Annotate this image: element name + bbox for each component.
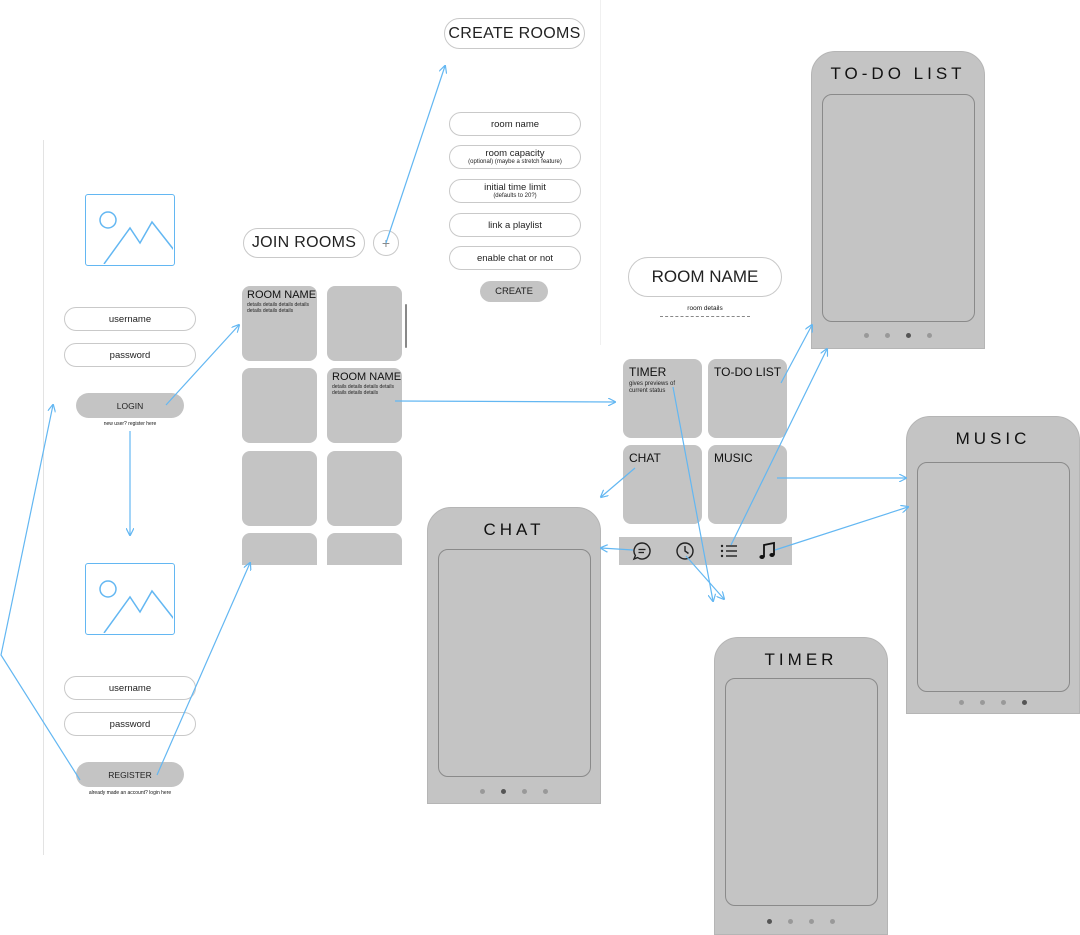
create-button[interactable]: CREATE <box>480 281 548 302</box>
timer-screen: TIMER <box>714 637 888 935</box>
room-tile[interactable]: ROOM NAME details details details detail… <box>242 286 317 361</box>
flow-arrow <box>165 325 239 406</box>
page-dot[interactable] <box>885 333 890 338</box>
chat-screen: CHAT <box>427 507 601 804</box>
flow-arrow <box>672 386 713 601</box>
timer-feature-desc: gives previews of current status <box>629 381 676 394</box>
register-link[interactable]: new user? register here <box>103 421 157 427</box>
room-tile[interactable] <box>242 368 317 443</box>
page-dot[interactable] <box>480 789 485 794</box>
timer-content-area <box>725 678 878 906</box>
page-indicator <box>428 789 600 794</box>
room-tile[interactable]: ROOM NAME details details details detail… <box>327 368 402 443</box>
room-name-title: ROOM NAME <box>628 257 782 297</box>
music-note-icon[interactable] <box>756 540 778 562</box>
time-limit-field[interactable]: initial time limit (defaults to 20?) <box>449 179 581 203</box>
page-dot-active[interactable] <box>501 789 506 794</box>
flow-arrow <box>685 555 724 599</box>
timer-feature-label: TIMER <box>629 365 667 379</box>
page-dot[interactable] <box>543 789 548 794</box>
page-indicator <box>812 333 984 338</box>
page-dot[interactable] <box>788 919 793 924</box>
flow-arrow <box>156 563 250 776</box>
room-tile[interactable] <box>327 533 402 565</box>
room-tile[interactable] <box>242 451 317 526</box>
login-frame-edge <box>43 140 44 855</box>
room-tile-details: details details details details details … <box>247 302 309 314</box>
login-link[interactable]: already made an account? login here <box>88 790 172 796</box>
flow-arrow <box>601 467 636 497</box>
login-button[interactable]: LOGIN <box>76 393 184 418</box>
todo-screen-title: TO-DO LIST <box>830 64 966 83</box>
flow-arrow <box>780 325 812 384</box>
list-icon[interactable] <box>718 540 740 562</box>
flow-arrow <box>730 349 827 546</box>
todo-content-area <box>822 94 975 322</box>
rooms-scrollbar[interactable] <box>405 304 407 348</box>
flow-arrow <box>385 66 445 244</box>
music-screen: MUSIC <box>906 416 1080 714</box>
playlist-field[interactable]: link a playlist <box>449 213 581 237</box>
flow-arrow <box>601 548 634 550</box>
todo-feature-card[interactable]: TO-DO LIST <box>708 359 787 438</box>
room-tile[interactable] <box>242 533 317 565</box>
page-dot[interactable] <box>927 333 932 338</box>
chat-content-area <box>438 549 591 777</box>
username-field[interactable]: username <box>64 307 196 331</box>
chat-feature-card[interactable]: CHAT <box>623 445 702 524</box>
page-dot-active[interactable] <box>906 333 911 338</box>
chat-icon[interactable] <box>631 540 653 562</box>
todo-feature-label: TO-DO LIST <box>714 365 782 379</box>
create-frame-edge <box>600 0 601 345</box>
chat-screen-title: CHAT <box>483 520 545 539</box>
image-icon <box>99 580 175 634</box>
room-tile-title: ROOM NAME <box>332 371 402 383</box>
room-tile-title: ROOM NAME <box>247 289 317 301</box>
details-divider <box>660 316 750 317</box>
room-details: room details <box>687 305 723 312</box>
page-dot[interactable] <box>959 700 964 705</box>
password-field[interactable]: password <box>64 343 196 367</box>
room-capacity-field[interactable]: room capacity (optional) (maybe a stretc… <box>449 145 581 169</box>
time-limit-label: initial time limit <box>484 181 546 193</box>
flow-arrow <box>774 507 908 551</box>
logo-image-placeholder <box>85 563 175 635</box>
page-dot[interactable] <box>830 919 835 924</box>
clock-icon[interactable] <box>674 540 696 562</box>
room-tile[interactable] <box>327 286 402 361</box>
room-capacity-hint: (optional) (maybe a stretch feature) <box>468 158 562 165</box>
register-button[interactable]: REGISTER <box>76 762 184 787</box>
music-screen-title: MUSIC <box>955 429 1031 448</box>
room-tile-details: details details details details details … <box>332 384 394 396</box>
flow-arrow <box>394 401 615 402</box>
music-content-area <box>917 462 1070 692</box>
flow-arrow <box>0 405 81 781</box>
time-limit-hint: (defaults to 20?) <box>493 192 537 199</box>
page-dot[interactable] <box>1001 700 1006 705</box>
page-dot-active[interactable] <box>767 919 772 924</box>
create-rooms-title: CREATE ROOMS <box>444 18 585 49</box>
music-feature-label: MUSIC <box>714 451 753 465</box>
timer-feature-card[interactable]: TIMER gives previews of current status <box>623 359 702 438</box>
page-dot[interactable] <box>980 700 985 705</box>
room-tile[interactable] <box>327 451 402 526</box>
page-dot[interactable] <box>809 919 814 924</box>
chat-feature-label: CHAT <box>629 451 661 465</box>
chat-toggle-field[interactable]: enable chat or not <box>449 246 581 270</box>
logo-image-placeholder <box>85 194 175 266</box>
todo-list-screen: TO-DO LIST <box>811 51 985 349</box>
page-dot[interactable] <box>522 789 527 794</box>
image-icon <box>99 211 175 265</box>
room-name-field[interactable]: room name <box>449 112 581 136</box>
password-field[interactable]: password <box>64 712 196 736</box>
page-indicator <box>715 919 887 924</box>
page-dot[interactable] <box>864 333 869 338</box>
room-capacity-label: room capacity <box>485 147 545 159</box>
page-dot-active[interactable] <box>1022 700 1027 705</box>
timer-screen-title: TIMER <box>764 650 838 669</box>
join-rooms-title: JOIN ROOMS <box>243 228 365 258</box>
page-indicator <box>907 700 1079 705</box>
